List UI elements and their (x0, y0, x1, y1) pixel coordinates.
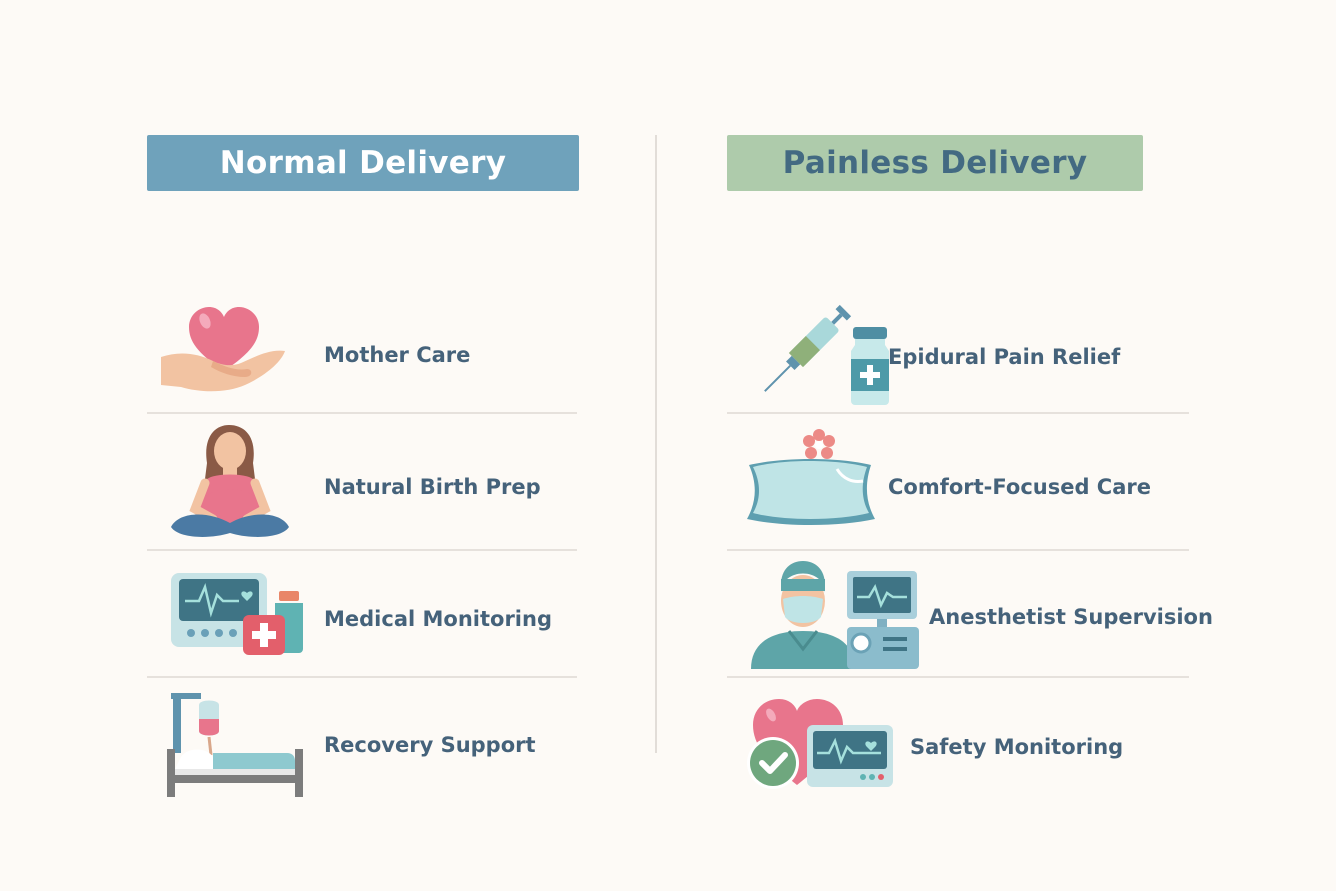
item-label: Mother Care (324, 343, 471, 367)
hospital-bed-iv-drip-icon (167, 691, 307, 801)
row-divider (727, 676, 1189, 678)
list-item-anesthetist-supervision: Anesthetist Supervision (727, 557, 1213, 679)
heart-monitor-with-medicine-icon (169, 569, 303, 663)
row-divider (147, 412, 577, 414)
painless-delivery-column: Painless Delivery (727, 135, 1213, 789)
pillow-with-flower-icon (743, 427, 879, 537)
painless-delivery-header: Painless Delivery (727, 135, 1143, 191)
row-divider (147, 676, 577, 678)
heart-in-hand-icon (161, 297, 287, 397)
row-divider (147, 549, 577, 551)
list-item-comfort-focused-care: Comfort-Focused Care (727, 419, 1189, 549)
anesthetist-with-monitor-icon (751, 557, 923, 675)
item-label: Anesthetist Supervision (929, 605, 1213, 629)
item-label: Comfort-Focused Care (888, 475, 1151, 499)
list-item-epidural-pain-relief: Epidural Pain Relief (727, 291, 1189, 411)
heart-check-monitor-icon (745, 695, 895, 795)
item-label: Natural Birth Prep (324, 475, 541, 499)
row-divider (727, 412, 1189, 414)
list-item-medical-monitoring: Medical Monitoring (147, 557, 577, 679)
normal-delivery-column: Normal Delivery Mother Care (147, 135, 579, 797)
pregnant-woman-meditating-icon (169, 423, 291, 545)
item-label: Recovery Support (324, 733, 536, 757)
normal-delivery-header: Normal Delivery (147, 135, 579, 191)
list-item-natural-birth-prep: Natural Birth Prep (147, 419, 577, 549)
list-item-safety-monitoring: Safety Monitoring (727, 685, 1189, 805)
item-label: Safety Monitoring (910, 735, 1124, 759)
item-label: Medical Monitoring (324, 607, 552, 631)
center-divider (655, 135, 657, 753)
row-divider (727, 549, 1189, 551)
item-label: Epidural Pain Relief (888, 345, 1121, 369)
syringe-and-vial-icon (753, 299, 893, 411)
list-item-mother-care: Mother Care (147, 291, 577, 411)
list-item-recovery-support: Recovery Support (147, 685, 577, 805)
